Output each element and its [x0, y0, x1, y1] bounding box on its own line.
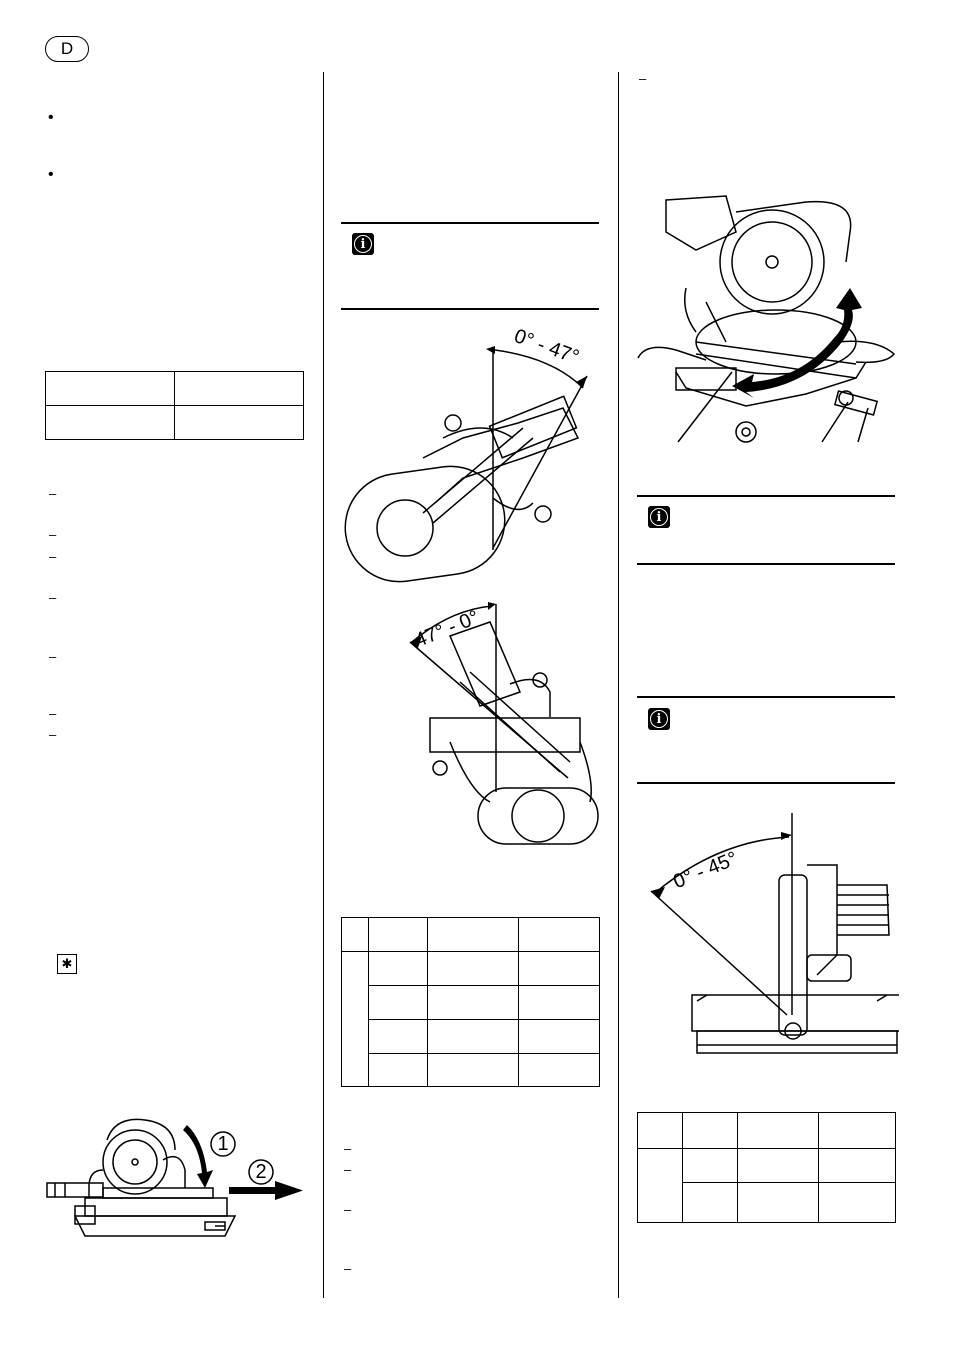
table-cell: [682, 1112, 738, 1149]
table-cell: [427, 985, 519, 1020]
dash-marker: –: [639, 71, 647, 86]
step-number-2: 2: [255, 1161, 266, 1183]
star-icon: ✱: [57, 954, 77, 974]
dash-marker: –: [49, 590, 57, 605]
miter-left-figure: 0° - 47°: [344, 328, 588, 583]
table-cell: [368, 917, 428, 952]
dash-marker: –: [49, 549, 57, 564]
table-cell: [518, 1019, 600, 1054]
table-cell: [818, 1148, 896, 1183]
table-cell: [637, 1148, 683, 1223]
table-cell: [368, 951, 428, 986]
info-box-bottom-rule: [341, 308, 599, 310]
table-cell: [637, 1112, 683, 1149]
dash-marker: –: [49, 486, 57, 501]
dash-marker: –: [49, 727, 57, 742]
table-cell: [174, 405, 304, 440]
table-cell: [818, 1112, 896, 1149]
table-cell: [341, 951, 369, 1087]
table-cell: [368, 1053, 428, 1087]
info-box-bottom-rule: [637, 782, 895, 784]
info-icon: i: [352, 233, 374, 255]
bevel-angle-table: [637, 1112, 896, 1223]
info-box-top-rule: [341, 222, 599, 224]
info-icon: i: [648, 506, 670, 528]
dash-marker: –: [344, 1261, 352, 1276]
table-cell: [518, 1053, 600, 1087]
table-cell: [427, 951, 519, 986]
table-cell: [45, 371, 175, 406]
dash-marker: –: [49, 527, 57, 542]
dash-marker: –: [344, 1162, 352, 1177]
saw-transport-figure: 1 2: [46, 1118, 303, 1237]
angle-label-47-0: 47° - 0°: [412, 606, 482, 652]
table-cell: [427, 1053, 519, 1087]
info-box-top-rule: [637, 495, 895, 497]
bevel-tilt-figure: 0° - 45°: [650, 813, 899, 1054]
table-cell: [45, 405, 175, 440]
saw-rotation-figure: [637, 195, 896, 443]
bullet-marker: •: [48, 109, 54, 126]
angle-label-0-45: 0° - 45°: [670, 848, 740, 894]
table-cell: [737, 1112, 819, 1149]
specs-table: [45, 371, 304, 440]
miter-right-figure: 47° - 0°: [409, 602, 599, 845]
table-cell: [427, 1019, 519, 1054]
table-cell: [737, 1182, 819, 1223]
column-divider-right: [618, 72, 619, 1298]
table-cell: [341, 917, 369, 952]
dash-marker: –: [344, 1141, 352, 1156]
dash-marker: –: [49, 706, 57, 721]
dash-marker: –: [49, 649, 57, 664]
table-cell: [518, 951, 600, 986]
table-cell: [518, 917, 600, 952]
table-cell: [818, 1182, 896, 1223]
column-divider-left: [323, 72, 324, 1298]
table-cell: [368, 985, 428, 1020]
table-cell: [427, 917, 519, 952]
table-cell: [368, 1019, 428, 1054]
table-cell: [518, 985, 600, 1020]
table-cell: [682, 1182, 738, 1223]
bullet-marker: •: [48, 166, 54, 183]
info-box-bottom-rule: [637, 563, 895, 565]
table-cell: [174, 371, 304, 406]
dash-marker: –: [344, 1202, 352, 1217]
step-number-1: 1: [217, 1133, 228, 1155]
table-cell: [737, 1148, 819, 1183]
info-box-top-rule: [637, 696, 895, 698]
angle-label-0-47: 0° - 47°: [511, 328, 582, 369]
table-cell: [682, 1148, 738, 1183]
language-badge: D: [45, 36, 89, 62]
info-icon: i: [648, 708, 670, 730]
miter-angle-table: [341, 917, 600, 1087]
